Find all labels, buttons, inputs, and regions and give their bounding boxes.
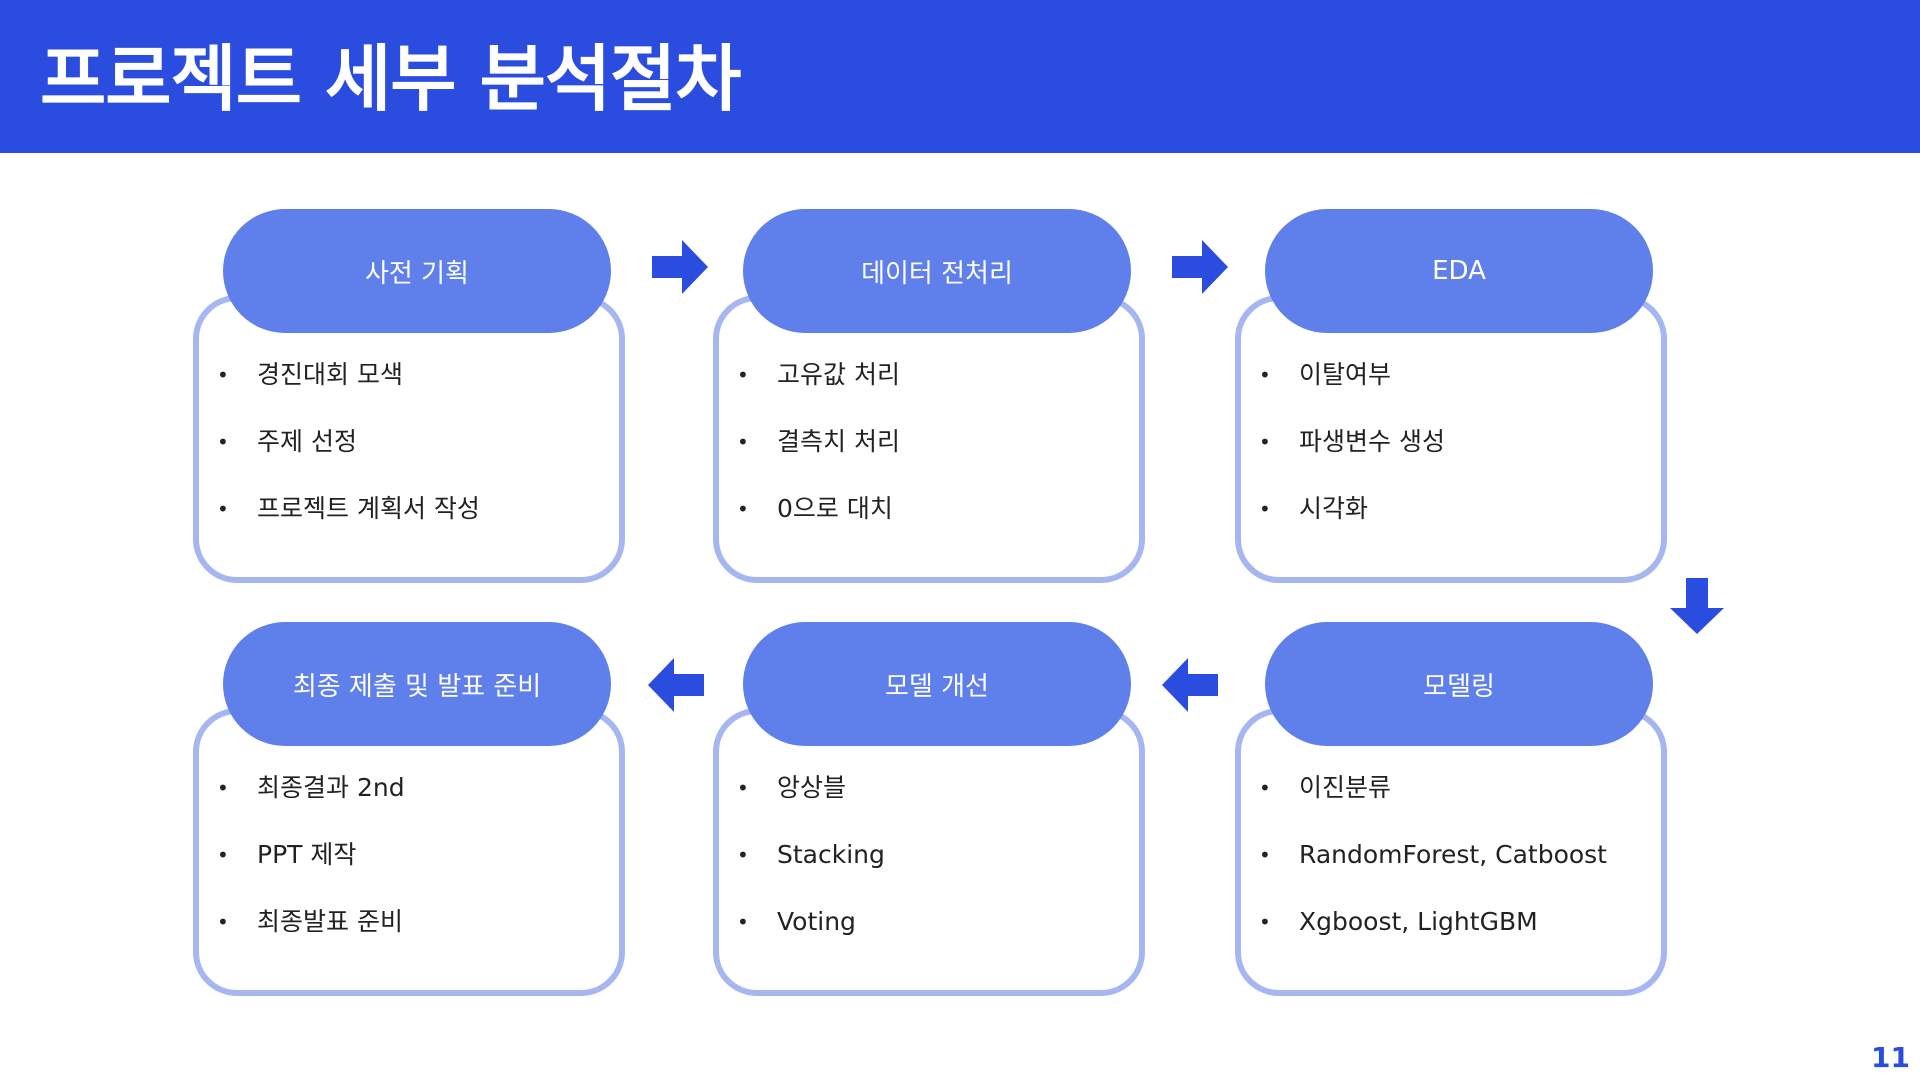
list-item: RandomForest, Catboost xyxy=(1259,840,1659,907)
left-arrow-icon xyxy=(648,658,704,712)
list-item: 고유값 처리 xyxy=(737,360,1137,427)
step-card-model-improvement: 모델 개선 앙상블 Stacking Voting xyxy=(713,622,1145,996)
step-card-title: 최종 제출 및 발표 준비 xyxy=(223,622,611,746)
step-card-title: EDA xyxy=(1265,209,1653,333)
list-item: Voting xyxy=(737,907,1137,974)
list-item: Stacking xyxy=(737,840,1137,907)
step-item-list: 이탈여부 파생변수 생성 시각화 xyxy=(1259,360,1659,561)
step-card-final-submission: 최종 제출 및 발표 준비 최종결과 2nd PPT 제작 최종발표 준비 xyxy=(193,622,625,996)
list-item: 주제 선정 xyxy=(217,427,617,494)
step-card-preprocessing: 데이터 전처리 고유값 처리 결측치 처리 0으로 대치 xyxy=(713,209,1145,583)
page-number: 11 xyxy=(1871,1041,1910,1074)
list-item: 이탈여부 xyxy=(1259,360,1659,427)
list-item: 결측치 처리 xyxy=(737,427,1137,494)
step-card-pre-planning: 사전 기획 경진대회 모색 주제 선정 프로젝트 계획서 작성 xyxy=(193,209,625,583)
step-card-title: 사전 기획 xyxy=(223,209,611,333)
left-arrow-icon xyxy=(1162,658,1218,712)
step-item-list: 최종결과 2nd PPT 제작 최종발표 준비 xyxy=(217,773,617,974)
list-item: 0으로 대치 xyxy=(737,494,1137,561)
list-item: 경진대회 모색 xyxy=(217,360,617,427)
list-item: 프로젝트 계획서 작성 xyxy=(217,494,617,561)
list-item: 최종결과 2nd xyxy=(217,773,617,840)
down-arrow-icon xyxy=(1670,578,1724,634)
list-item: 이진분류 xyxy=(1259,773,1659,840)
step-item-list: 앙상블 Stacking Voting xyxy=(737,773,1137,974)
step-card-title: 데이터 전처리 xyxy=(743,209,1131,333)
step-card-title: 모델 개선 xyxy=(743,622,1131,746)
list-item: PPT 제작 xyxy=(217,840,617,907)
list-item: 앙상블 xyxy=(737,773,1137,840)
step-card-title: 모델링 xyxy=(1265,622,1653,746)
step-item-list: 고유값 처리 결측치 처리 0으로 대치 xyxy=(737,360,1137,561)
step-item-list: 이진분류 RandomForest, Catboost Xgboost, Lig… xyxy=(1259,773,1659,974)
list-item: 최종발표 준비 xyxy=(217,907,617,974)
list-item: Xgboost, LightGBM xyxy=(1259,907,1659,974)
step-item-list: 경진대회 모색 주제 선정 프로젝트 계획서 작성 xyxy=(217,360,617,561)
page-title: 프로젝트 세부 분석절차 xyxy=(40,37,742,121)
step-card-modeling: 모델링 이진분류 RandomForest, Catboost Xgboost,… xyxy=(1235,622,1667,996)
right-arrow-icon xyxy=(652,240,708,294)
right-arrow-icon xyxy=(1172,240,1228,294)
list-item: 파생변수 생성 xyxy=(1259,427,1659,494)
list-item: 시각화 xyxy=(1259,494,1659,561)
title-bar: 프로젝트 세부 분석절차 xyxy=(0,0,1920,153)
step-card-eda: EDA 이탈여부 파생변수 생성 시각화 xyxy=(1235,209,1667,583)
